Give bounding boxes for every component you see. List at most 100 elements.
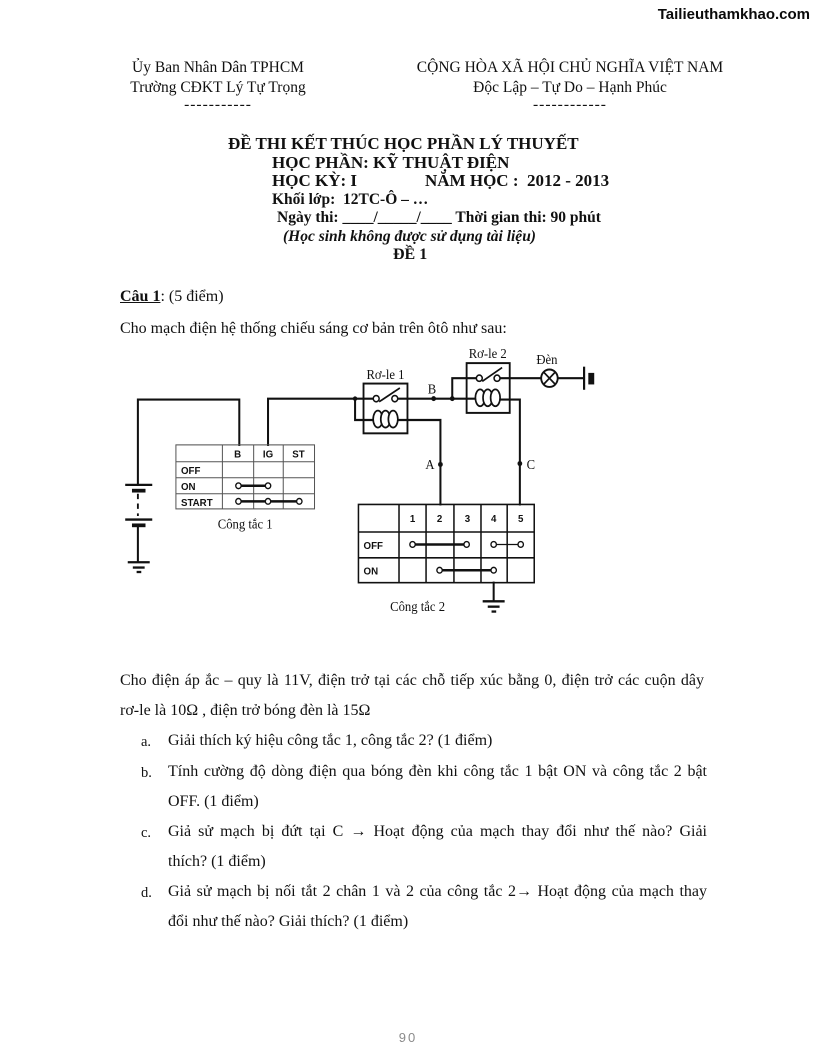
switch1-contacts	[235, 482, 303, 505]
node-b-label: B	[428, 381, 437, 396]
item-b-line-2: OFF. (1 điểm)	[168, 793, 259, 810]
switch2-col-4: 4	[491, 514, 497, 525]
ground-battery	[127, 561, 150, 574]
switch1-start-pin-st	[295, 497, 303, 505]
question-points: : (5 điểm)	[160, 288, 224, 305]
relay1-coil-loop3	[387, 409, 399, 429]
item-b-line-1: Tính cường độ dòng điện qua bóng đèn khi…	[168, 763, 707, 780]
relay2-contact-left	[475, 374, 484, 383]
title-line-6: (Học sinh không được sử dụng tài liệu)	[283, 227, 536, 245]
switch2-caption: Công tắc 2	[390, 599, 445, 614]
item-b-marker: b.	[141, 765, 152, 781]
header-right-line2: Độc Lập – Tự Do – Hạnh Phúc	[473, 79, 667, 96]
switch1-caption: Công tắc 1	[218, 516, 273, 531]
given-paragraph: Cho điện áp ắc – quy là 11V, điện trở tạ…	[120, 666, 704, 726]
terminal-symbol	[582, 366, 595, 390]
switch2-off-pin-3	[463, 540, 470, 548]
relay1-switch-arm	[378, 387, 401, 403]
switch2-off-pin-4	[490, 540, 498, 548]
relay1	[362, 382, 409, 435]
question-items: a. Giải thích ký hiệu công tắc 1, công t…	[141, 726, 707, 937]
switch2-col-5: 5	[518, 514, 524, 525]
title-line-3: HỌC KỲ: I NĂM HỌC : 2012 - 2013	[272, 171, 610, 190]
relay1-contact-left	[372, 394, 380, 403]
switch1-start-pin-b	[235, 497, 242, 505]
relay1-contact-right	[391, 394, 399, 403]
node-a-label: A	[425, 457, 435, 472]
relay1-box	[362, 382, 409, 435]
item-a-marker: a.	[141, 734, 152, 750]
terminal-thick-bar	[588, 372, 595, 385]
header-left-block: Ủy Ban Nhân Dân TPHCM Trường CĐKT Lý Tự …	[112, 58, 324, 112]
switch2-row-on: ON	[364, 566, 379, 577]
title-line-4: Khối lớp: 12TC-Ô – …	[272, 190, 429, 208]
wire-relay1-coil-to-A	[395, 418, 442, 506]
wire-relay1-coil-feed	[354, 397, 376, 422]
switch2-row-off: OFF	[364, 541, 383, 552]
given-line-2: rơ-le là 10Ω , điện trở bóng đèn là 15Ω	[120, 702, 371, 719]
switch2-col-1: 1	[410, 514, 416, 525]
relay2-coil-loop3	[489, 388, 501, 408]
swit2-col-3: 3	[465, 514, 471, 525]
battery-symbol	[125, 483, 153, 528]
wire-relay2-coil-to-C	[497, 398, 521, 506]
switch2-on-pin-4	[490, 566, 498, 574]
junction-dot-relay1-in	[352, 396, 358, 401]
relay2-contact-right	[493, 374, 501, 383]
relay2-box	[465, 362, 511, 414]
switch1-col-b: B	[234, 449, 241, 460]
title-line-5: Ngày thi: ____/_____/____ Thời gian thi:…	[277, 209, 601, 226]
junction-dot-relay2-in	[449, 396, 455, 402]
question-heading: Câu 1: (5 điểm)	[120, 288, 224, 306]
circuit-diagram: Rơ-le 1 Rơ-le 2 Đèn B A	[125, 345, 595, 614]
item-c-marker: c.	[141, 825, 152, 841]
switch2-contacts	[409, 540, 525, 574]
switch1-col-st: ST	[292, 449, 304, 460]
header-right-block: CỘNG HÒA XÃ HỘI CHỦ NGHĨA VIỆT NAM Độc L…	[392, 58, 748, 112]
relay2-switch-arm	[481, 366, 503, 383]
header-right-line1: CỘNG HÒA XÃ HỘI CHỦ NGHĨA VIỆT NAM	[416, 59, 724, 76]
switch2-on-pin-2	[436, 566, 443, 574]
header-left-line1: Ủy Ban Nhân Dân TPHCM	[132, 59, 304, 76]
switch1-on-pin-b	[235, 482, 242, 490]
item-d-line-1: Giả sử mạch bị nối tắt 2 chân 1 và 2 của…	[168, 883, 707, 900]
question-label: Câu 1	[120, 288, 161, 305]
item-c-line-2: thích? (1 điểm)	[168, 853, 266, 870]
title-line-1: ĐỀ THI KẾT THÚC HỌC PHẦN LÝ THUYẾT	[228, 134, 579, 153]
relay2-label: Rơ-le 2	[469, 345, 507, 360]
switch1-table-columns	[221, 444, 284, 509]
switch1-on-pin-ig	[264, 482, 272, 490]
switch1-col-ig: IG	[263, 449, 273, 460]
item-b-text: Tính cường độ dòng điện qua bóng đèn khi…	[168, 757, 707, 817]
page-number: 90	[398, 1030, 418, 1045]
question-intro: Cho mạch điện hệ thống chiếu sáng cơ bản…	[120, 320, 507, 337]
switch1-table-rows	[175, 461, 315, 495]
ground-switch2	[482, 600, 505, 613]
item-c-line-1: Giả sử mạch bị đứt tại C → Hoạt động của…	[168, 823, 707, 840]
list-item-d: d. Giả sử mạch bị nối tắt 2 chân 1 và 2 …	[141, 877, 707, 937]
item-d-marker: d.	[141, 885, 152, 901]
title-line-7: ĐỀ 1	[393, 246, 428, 263]
item-a-text: Giải thích ký hiệu công tắc 1, công tắc …	[168, 726, 707, 757]
node-c-dot	[517, 461, 523, 467]
lamp-label: Đèn	[536, 352, 558, 367]
switch2-col-2: 2	[437, 514, 443, 525]
switch1-row-off: OFF	[181, 466, 200, 477]
header-left-line2: Trường CĐKT Lý Tự Trọng	[130, 79, 306, 96]
switch1-row-on: ON	[181, 482, 196, 493]
switch2-table-border	[357, 503, 535, 584]
wire-to-relay2-switch	[451, 377, 478, 400]
switch1-row-start: START	[181, 498, 213, 509]
circuit-wires	[136, 377, 585, 603]
node-b-dot	[431, 396, 437, 402]
header-left-divider: -----------	[184, 96, 252, 113]
list-item-c: c. Giả sử mạch bị đứt tại C → Hoạt động …	[141, 817, 707, 877]
relay2	[465, 362, 511, 414]
item-a-line-1: Giải thích ký hiệu công tắc 1, công tắc …	[168, 732, 493, 749]
title-line-2: HỌC PHẦN: KỸ THUẬT ĐIỆN	[272, 152, 510, 172]
item-d-line-2: đổi như thế nào? Giải thích? (1 điểm)	[168, 913, 409, 930]
switch1-table-grid	[175, 444, 316, 510]
item-d-text: Giả sử mạch bị nối tắt 2 chân 1 và 2 của…	[168, 877, 707, 937]
lamp-cross	[543, 371, 556, 385]
